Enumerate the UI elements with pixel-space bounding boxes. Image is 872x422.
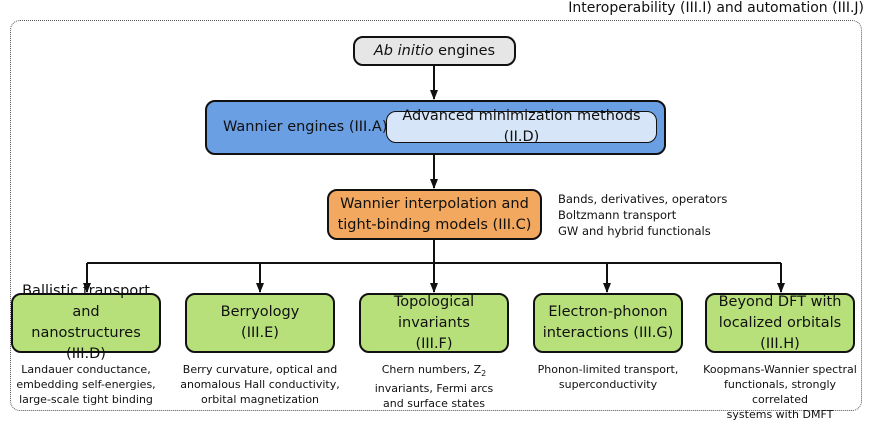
desc-line: Koopmans-Wannier spectral (703, 363, 857, 376)
wannier-interpolation-box: Wannier interpolation and tight-binding … (327, 189, 542, 240)
leaf-line1: Berryology (220, 304, 300, 320)
leaf-line2: (III.E) (241, 325, 279, 341)
desc-line: and surface states (383, 397, 485, 411)
desc-line: Chern numbers, Z2 (351, 362, 517, 381)
interp-line2: tight-binding models (III.C) (337, 216, 532, 233)
ab-initio-rest: engines (433, 42, 496, 59)
desc-line: functionals, strongly correlated (723, 378, 837, 406)
leaf-line2: (III.F) (415, 335, 453, 352)
leaf-line1: Electron-phonon (548, 304, 668, 320)
desc-line: Phonon-limited transport, (537, 363, 679, 376)
advanced-minimization-label: Advanced minimization methods (II.D) (402, 108, 641, 145)
leaf-line2: localized orbitals (III.H) (718, 314, 842, 352)
berryology-box: Berryology (III.E) (185, 293, 335, 353)
leaf-line1: Topological invariants (393, 293, 475, 331)
desc-line: embedding self-energies, (16, 378, 156, 391)
interp-side-notes: Bands, derivatives, operators Boltzmann … (558, 191, 727, 239)
electron-phonon-box: Electron-phonon interactions (III.G) (533, 293, 683, 353)
desc-line: superconductivity (558, 378, 658, 391)
ab-initio-italic: Ab initio (373, 42, 434, 59)
topological-description: Chern numbers, Z2 invariants, Fermi arcs… (351, 362, 517, 411)
leaf-line1: Ballistic transport and (22, 283, 150, 320)
electron-phonon-description: Phonon-limited transport, superconductiv… (525, 362, 691, 392)
desc-line: large-scale tight binding (19, 393, 153, 406)
ballistic-transport-box: Ballistic transport and nanostructures (… (11, 283, 161, 362)
beyond-dft-description: Koopmans-Wannier spectral functionals, s… (697, 362, 863, 422)
interp-line1: Wannier interpolation and (340, 195, 529, 212)
outer-dotted-frame (10, 20, 862, 411)
desc-line: Berry curvature, optical and (182, 363, 338, 376)
ab-initio-engines-box: Ab initio engines (353, 36, 516, 66)
desc-line: orbital magnetization (200, 393, 320, 406)
desc-line: invariants, Fermi arcs (374, 382, 494, 396)
beyond-dft-box: Beyond DFT with localized orbitals (III.… (705, 293, 855, 353)
desc-subscript: 2 (481, 369, 487, 379)
topological-invariants-box: Topological invariants (III.F) (359, 293, 509, 353)
desc-line: anomalous Hall conductivity, (180, 378, 340, 391)
leaf-line2: nanostructures (III.D) (31, 325, 141, 362)
frame-caption: Interoperability (III.I) and automation … (568, 0, 864, 16)
berryology-description: Berry curvature, optical and anomalous H… (177, 362, 343, 407)
wannier-engines-label: Wannier engines (III.A) (223, 119, 388, 135)
side-note: GW and hybrid functionals (558, 224, 711, 238)
advanced-minimization-box: Advanced minimization methods (II.D) (386, 108, 657, 145)
desc-text: Chern numbers, Z (381, 363, 482, 376)
side-note: Bands, derivatives, operators (558, 192, 728, 206)
desc-line: Landauer conductance, (21, 363, 151, 376)
side-note: Boltzmann transport (558, 208, 677, 222)
leaf-line2: interactions (III.G) (542, 325, 674, 341)
ballistic-description: Landauer conductance, embedding self-ene… (3, 362, 169, 407)
desc-line: systems with DMFT (726, 408, 834, 421)
leaf-line1: Beyond DFT with (718, 293, 842, 310)
